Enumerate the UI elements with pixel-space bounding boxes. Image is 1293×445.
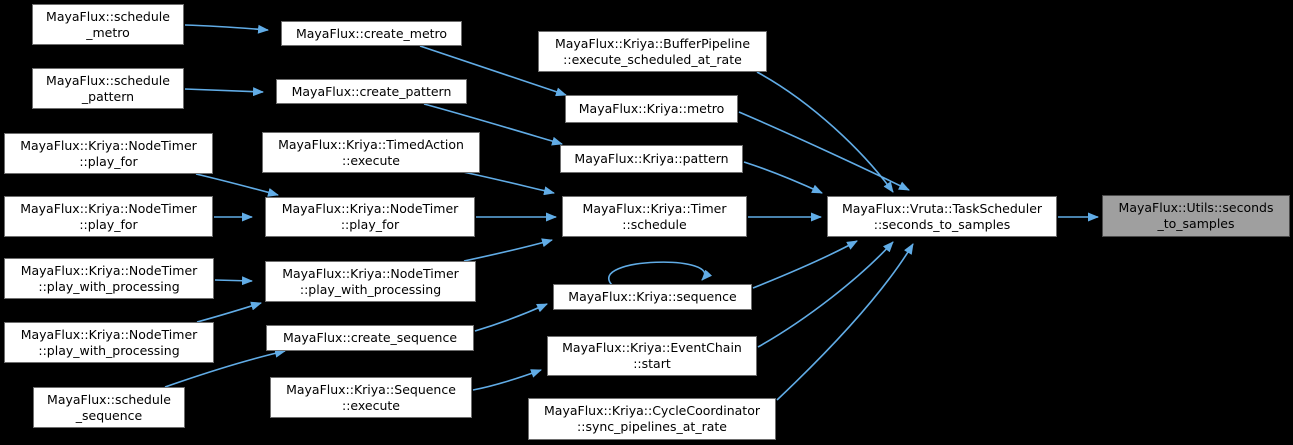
node-label: MayaFlux::create_pattern [291, 83, 452, 99]
node-label: MayaFlux::Kriya::Sequence [286, 381, 456, 397]
node-nodetimer-pwp-b[interactable]: MayaFlux::Kriya::NodeTimer ::play_with_p… [4, 322, 214, 363]
edge-kriya-pattern-taskscheduler [743, 161, 823, 194]
edge-schedule-sequence-create-sequence [164, 348, 286, 388]
node-label: MayaFlux::schedule [46, 8, 170, 24]
node-taskscheduler-seconds-to-samples[interactable]: MayaFlux::Vruta::TaskScheduler ::seconds… [827, 196, 1057, 237]
node-label: MayaFlux::Kriya::EventChain [562, 340, 742, 355]
node-label: MayaFlux::create_metro [295, 25, 448, 41]
node-nodetimer-play-for-mid[interactable]: MayaFlux::Kriya::NodeTimer ::play_for [265, 197, 475, 237]
edge-kriya-metro-taskscheduler [738, 111, 910, 191]
node-label: _to_samples [1157, 216, 1235, 231]
node-label: MayaFlux::Kriya::pattern [574, 151, 729, 166]
node-kriya-pattern[interactable]: MayaFlux::Kriya::pattern [560, 145, 743, 173]
node-bufferpipeline-execute-scheduled[interactable]: MayaFlux::Kriya::BufferPipeline ::execut… [538, 31, 767, 72]
node-label: _pattern [81, 88, 135, 104]
node-nodetimer-pwp-a[interactable]: MayaFlux::Kriya::NodeTimer ::play_with_p… [4, 258, 214, 299]
node-label: MayaFlux::Kriya::NodeTimer [20, 262, 198, 278]
node-create-pattern[interactable]: MayaFlux::create_pattern [276, 79, 467, 104]
node-label: MayaFlux::Kriya::NodeTimer [20, 137, 197, 153]
edge-timedaction-timer-schedule [462, 171, 555, 196]
node-label: ::execute [342, 152, 400, 168]
edge-eventchain-taskscheduler [757, 241, 894, 348]
node-label: ::play_for [79, 216, 138, 232]
node-kriya-metro[interactable]: MayaFlux::Kriya::metro [565, 95, 738, 123]
edge-sequence-self-loop [608, 261, 713, 286]
edge-create-pattern-kriya-pattern [423, 103, 563, 146]
node-label: MayaFlux::Kriya::BufferPipeline [554, 35, 751, 51]
node-nodetimer-play-for-a[interactable]: MayaFlux::Kriya::NodeTimer ::play_for [4, 133, 213, 174]
node-timedaction-execute[interactable]: MayaFlux::Kriya::TimedAction ::execute [262, 132, 480, 173]
node-label: MayaFlux::schedule [46, 72, 170, 88]
edge-schedule-pattern-create-pattern [184, 87, 264, 97]
node-utils-seconds-to-samples: MayaFlux::Utils::seconds _to_samples [1102, 195, 1290, 237]
node-timer-schedule[interactable]: MayaFlux::Kriya::Timer ::schedule [562, 196, 747, 237]
node-label: ::seconds_to_samples [873, 216, 1011, 232]
node-schedule-sequence[interactable]: MayaFlux::schedule _sequence [33, 387, 185, 428]
node-label: ::play_with_processing [38, 278, 180, 294]
edge-cyclecoordinator-taskscheduler [776, 243, 914, 401]
node-label: MayaFlux::Kriya::NodeTimer [20, 326, 198, 342]
node-label: ::play_with_processing [299, 281, 442, 297]
node-create-metro[interactable]: MayaFlux::create_metro [281, 21, 462, 46]
edge-sequence-execute-eventchain [472, 369, 542, 391]
node-schedule-pattern[interactable]: MayaFlux::schedule _pattern [32, 68, 184, 109]
node-label: MayaFlux::schedule [47, 391, 171, 407]
node-label: _metro [86, 24, 130, 40]
node-label: ::schedule [622, 216, 687, 232]
node-cyclecoordinator-sync-pipelines[interactable]: MayaFlux::Kriya::CycleCoordinator ::sync… [528, 398, 776, 440]
node-label: MayaFlux::Kriya::TimedAction [278, 136, 464, 152]
edge-schedule-metro-create-metro [184, 24, 269, 34]
node-label: MayaFlux::Kriya::metro [578, 101, 725, 116]
node-sequence-execute[interactable]: MayaFlux::Kriya::Sequence ::execute [270, 377, 472, 418]
edge-pwp-mid-timer-schedule [463, 238, 553, 262]
node-label: MayaFlux::Utils::seconds [1118, 200, 1274, 215]
node-label: ::play_with_processing [38, 342, 180, 358]
node-label: MayaFlux::Kriya::NodeTimer [281, 201, 459, 216]
node-label: MayaFlux::Kriya::sequence [568, 289, 737, 304]
node-label: ::execute [342, 397, 400, 413]
node-label: MayaFlux::Kriya::NodeTimer [282, 265, 459, 281]
node-label: MayaFlux::Kriya::CycleCoordinator [544, 403, 760, 418]
edge-create-metro-kriya-metro [419, 45, 567, 97]
node-nodetimer-pwp-mid[interactable]: MayaFlux::Kriya::NodeTimer ::play_with_p… [265, 261, 476, 302]
node-nodetimer-play-for-b[interactable]: MayaFlux::Kriya::NodeTimer ::play_for [4, 196, 213, 237]
node-label: _sequence [75, 407, 143, 423]
node-label: MayaFlux::Kriya::NodeTimer [20, 200, 197, 216]
edge-create-sequence-kriya-sequence [474, 303, 548, 332]
edge-pwp-b-pwp-mid [196, 301, 262, 323]
node-label: MayaFlux::create_sequence [282, 330, 458, 345]
node-label: MayaFlux::Kriya::Timer [582, 200, 727, 216]
node-label: ::execute_scheduled_at_rate [563, 51, 742, 67]
node-label: ::sync_pipelines_at_rate [577, 419, 727, 434]
node-label: ::play_for [340, 217, 400, 232]
node-schedule-metro[interactable]: MayaFlux::schedule _metro [32, 4, 184, 45]
node-kriya-sequence[interactable]: MayaFlux::Kriya::sequence [553, 284, 752, 310]
edge-pwp-a-pwp-mid [214, 276, 253, 286]
node-create-sequence[interactable]: MayaFlux::create_sequence [266, 325, 474, 351]
node-eventchain-start[interactable]: MayaFlux::Kriya::EventChain ::start [547, 336, 757, 376]
edge-kriya-sequence-taskscheduler [752, 240, 858, 289]
node-label: MayaFlux::Vruta::TaskScheduler [841, 200, 1043, 216]
node-label: ::start [633, 356, 671, 371]
edge-play-for-a-play-for-mid [195, 173, 279, 197]
node-label: ::play_for [79, 153, 138, 169]
